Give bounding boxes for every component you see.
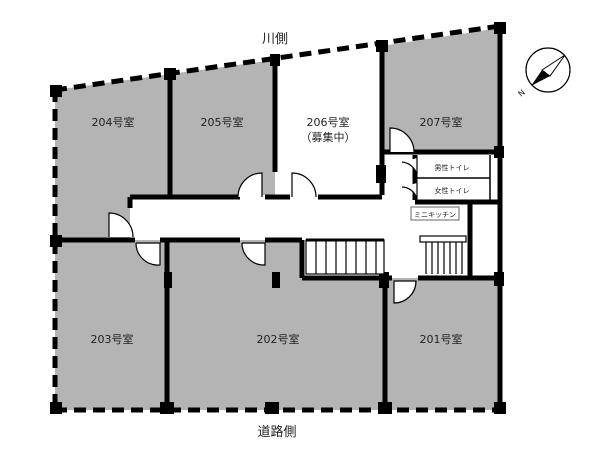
room-203-label: 203号室 bbox=[91, 332, 134, 346]
room-207[interactable] bbox=[382, 28, 500, 152]
room-205-label: 205号室 bbox=[201, 115, 244, 129]
compass-north-label: N bbox=[517, 88, 527, 99]
womens-toilet-label: 女性トイレ bbox=[435, 186, 470, 195]
room-207-label: 207号室 bbox=[420, 115, 463, 129]
stairs-left bbox=[305, 238, 385, 275]
room-201-label: 201号室 bbox=[420, 332, 463, 346]
room-202[interactable] bbox=[167, 240, 385, 410]
interior-walls bbox=[55, 46, 500, 410]
room-202-label: 202号室 bbox=[257, 332, 300, 346]
stairs-right bbox=[419, 235, 467, 274]
mens-toilet-label: 男性トイレ bbox=[435, 163, 470, 172]
compass-icon: N bbox=[517, 47, 571, 99]
room-204[interactable] bbox=[55, 74, 170, 240]
room-203[interactable] bbox=[55, 240, 167, 410]
room-206-label: 206号室 bbox=[307, 115, 350, 129]
room-205[interactable] bbox=[170, 60, 275, 195]
room-206-status: （募集中） bbox=[301, 130, 356, 144]
kitchenette-label: ミニキッチン bbox=[414, 211, 456, 219]
road-side-label: 道路側 bbox=[257, 424, 296, 440]
kitchenette-box bbox=[410, 206, 460, 221]
columns bbox=[50, 22, 506, 414]
doors[interactable] bbox=[108, 127, 418, 304]
river-side-label: 川側 bbox=[262, 32, 288, 47]
room-204-label: 204号室 bbox=[92, 115, 135, 129]
room-206[interactable] bbox=[275, 46, 382, 195]
